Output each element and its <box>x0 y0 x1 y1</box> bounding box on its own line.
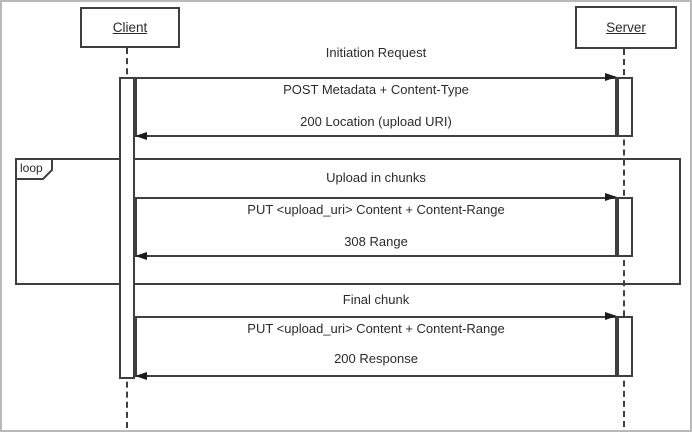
request-message-upload-chunks: PUT <upload_uri> Content + Content-Range <box>247 202 505 217</box>
participant-name-server: Server <box>606 20 646 35</box>
server-activation-bar-initiation <box>617 77 633 137</box>
response-arrowhead-icon <box>135 372 147 380</box>
participant-box-client: Client <box>80 7 180 48</box>
request-message-initiation: POST Metadata + Content-Type <box>283 82 469 97</box>
request-arrowhead-icon <box>605 73 617 81</box>
response-arrowhead-icon <box>135 252 147 260</box>
loop-operator-pentagon <box>15 158 53 180</box>
response-message-final-chunk: 200 Response <box>334 351 418 366</box>
participant-box-server: Server <box>575 6 677 49</box>
exchange-box-initiation <box>135 77 617 137</box>
response-message-initiation: 200 Location (upload URI) <box>300 114 452 129</box>
server-activation-bar-loop <box>617 197 633 257</box>
exchange-box-upload-chunks <box>135 197 617 257</box>
interaction-label-upload-chunks: Upload in chunks <box>326 170 426 185</box>
request-arrowhead-icon <box>605 193 617 201</box>
request-arrowhead-icon <box>605 312 617 320</box>
exchange-box-final-chunk <box>135 316 617 377</box>
interaction-label-final-chunk: Final chunk <box>342 292 410 307</box>
response-message-upload-chunks: 308 Range <box>344 234 408 249</box>
client-activation-bar <box>119 77 135 379</box>
loop-frame <box>15 158 681 285</box>
loop-operator-label: loop <box>20 161 43 175</box>
response-arrowhead-icon <box>135 132 147 140</box>
interaction-label-initiation: Initiation Request <box>325 45 427 60</box>
request-message-final-chunk: PUT <upload_uri> Content + Content-Range <box>247 321 505 336</box>
server-activation-bar-final <box>617 316 633 377</box>
participant-name-client: Client <box>112 20 148 35</box>
